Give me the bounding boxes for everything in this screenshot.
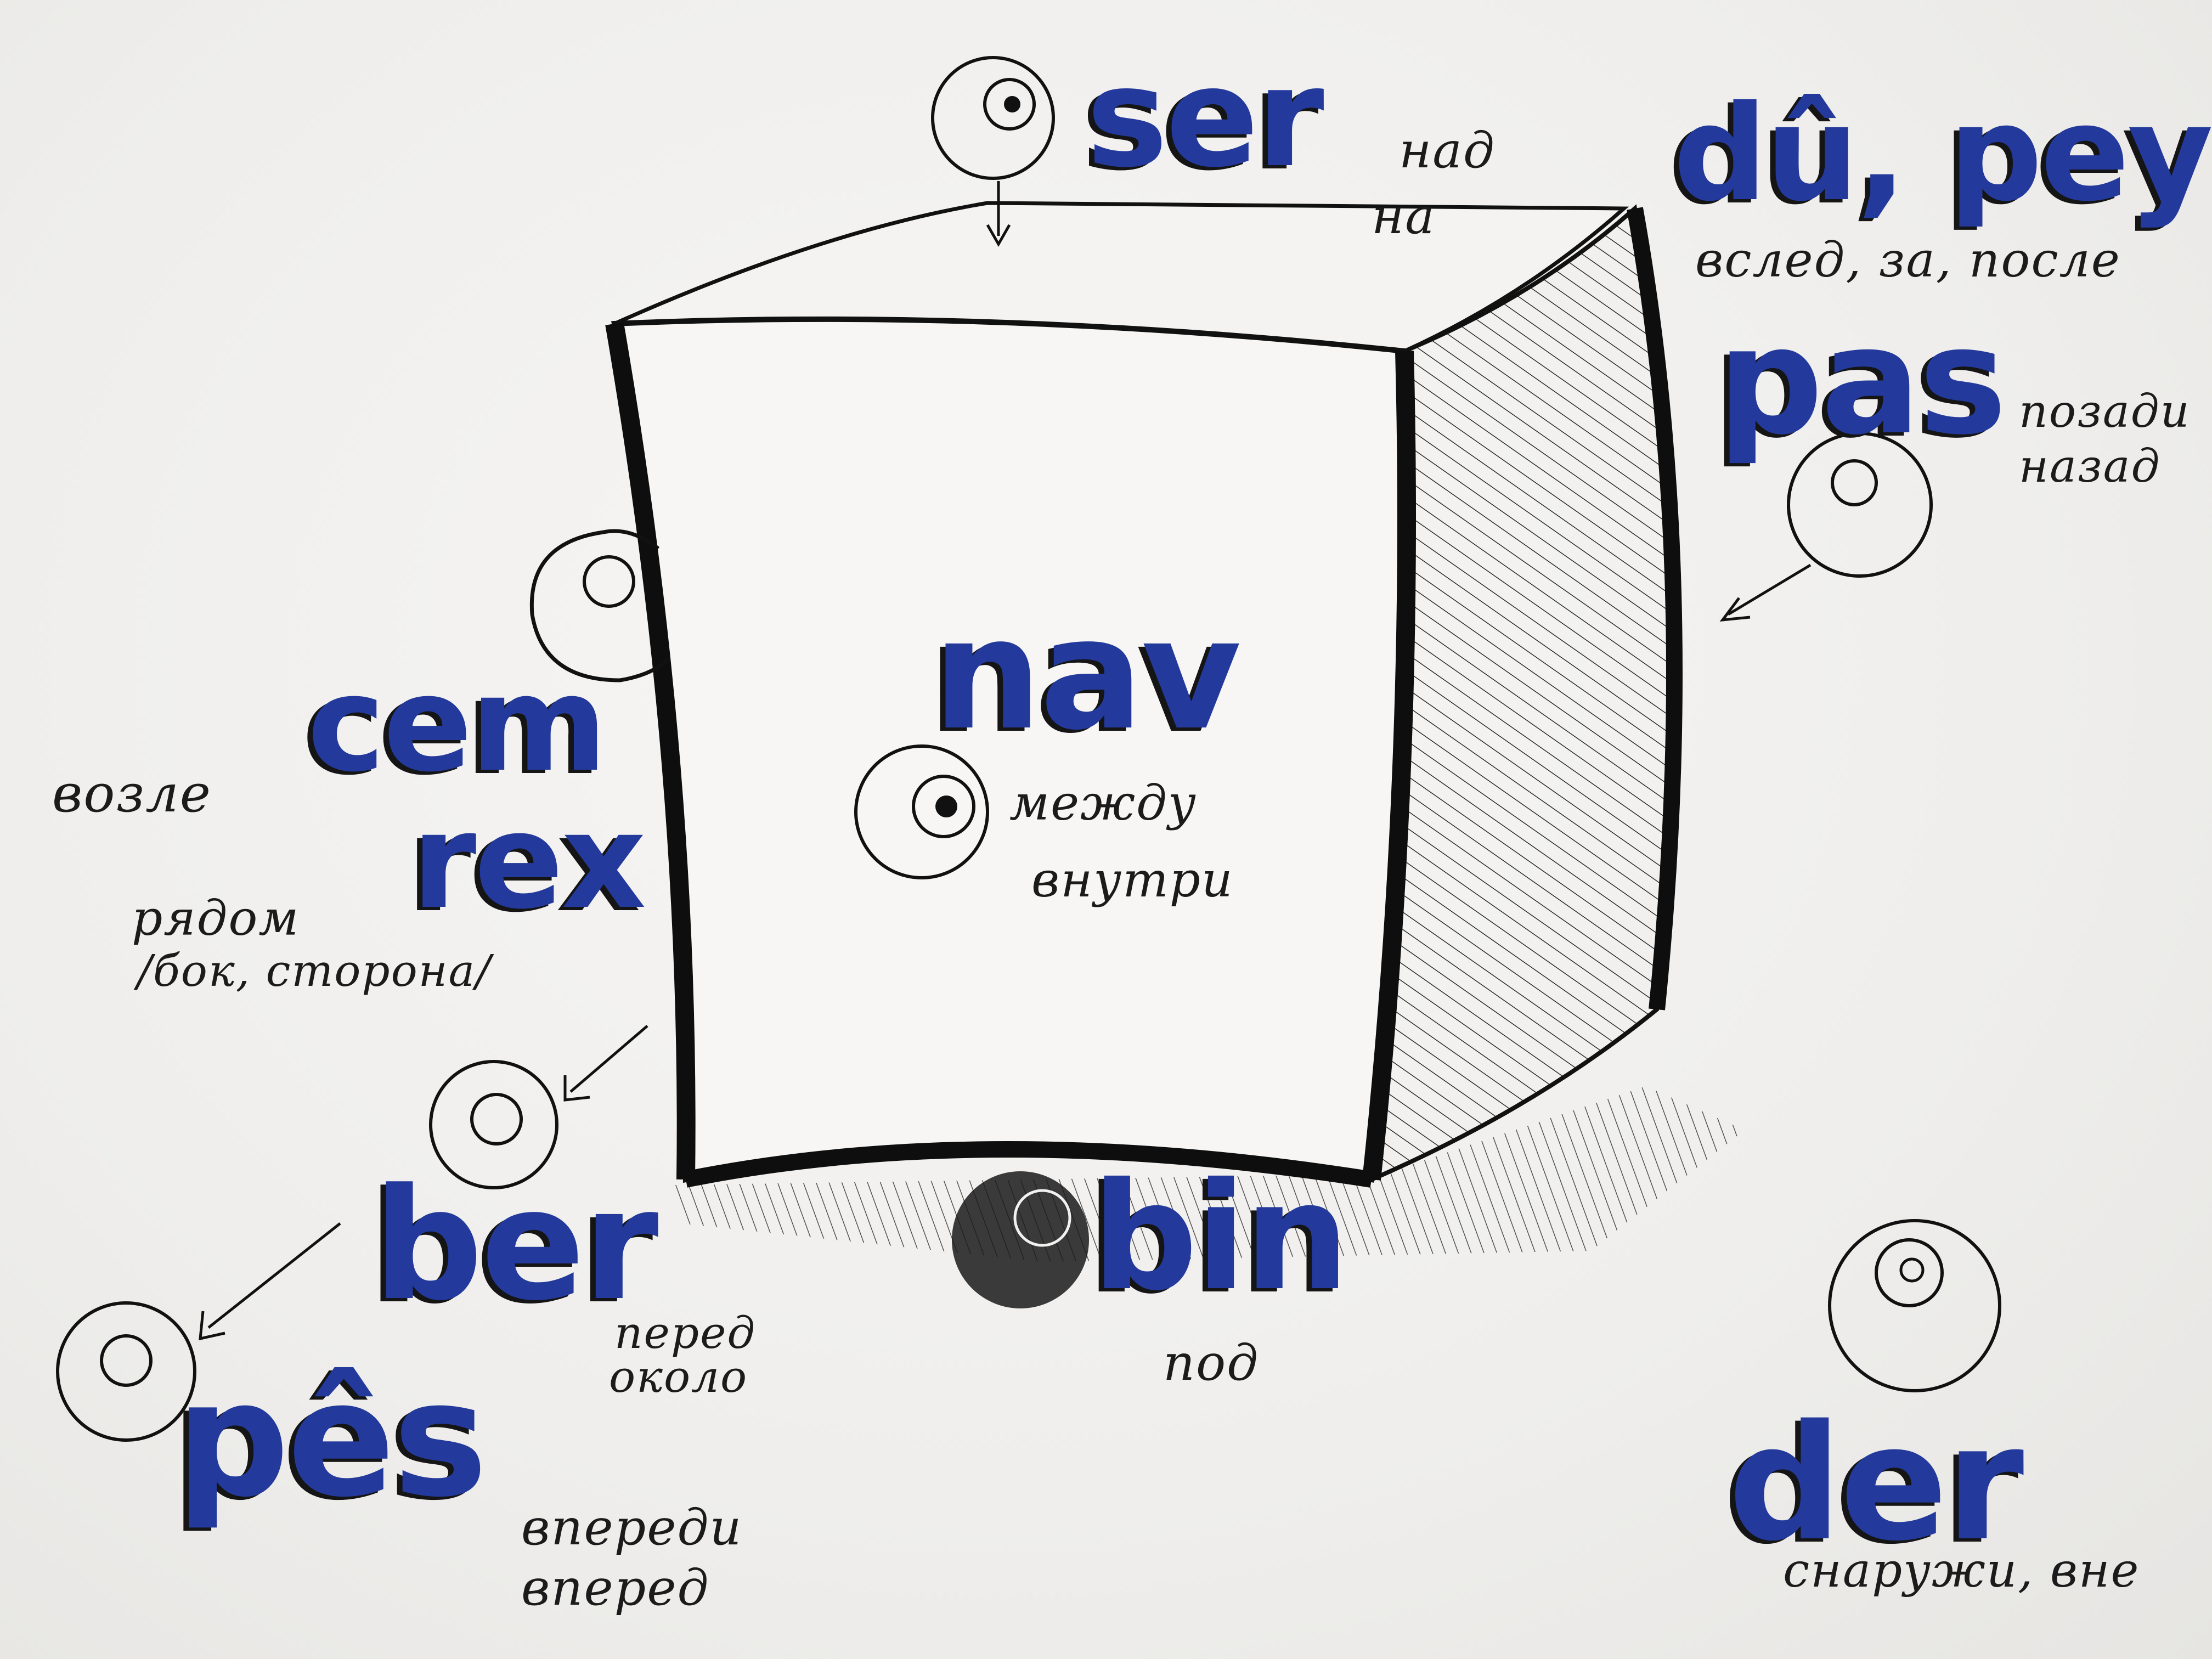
meaning-ser-1: над [1399, 122, 1496, 179]
meaning-pas-2: назад [2019, 441, 2161, 493]
ball-under [952, 1171, 1089, 1308]
meaning-ber-2: около [609, 1351, 748, 1402]
word-pes: pês [176, 1347, 488, 1532]
ball-beside [529, 529, 671, 682]
meaning-nav-1: между [1009, 775, 1197, 831]
cube-floor-shadow [675, 1086, 1745, 1262]
meaning-du-pey: вслед, за, после [1695, 232, 2121, 288]
cube-back-right-edge [1627, 207, 1683, 1011]
meaning-ser-2: на [1372, 188, 1436, 245]
meaning-rex-1: рядом [132, 890, 300, 946]
meaning-pes-2: вперед [521, 1559, 710, 1617]
ball-in-front [56, 1222, 341, 1442]
word-ber: ber [373, 1156, 658, 1335]
meaning-ber-1: перед [614, 1307, 757, 1358]
cube-bottom-edge [684, 1141, 1373, 1188]
ball-above [931, 56, 1055, 247]
word-bin: bin [1092, 1150, 1350, 1323]
ball-outside [1828, 1219, 2001, 1392]
meaning-cem: возле [52, 764, 212, 824]
cube-side-face [1369, 204, 1677, 1183]
word-pas: pas [1717, 295, 2007, 467]
cube-front-right-edge [1362, 351, 1416, 1181]
ball-front-near [429, 1025, 648, 1189]
word-rex: rex [411, 785, 646, 938]
meaning-der: снаружи, вне [1783, 1543, 2140, 1598]
meaning-pes-1: впереди [521, 1499, 743, 1556]
ball-behind [1719, 432, 1933, 622]
word-du-pey: dû, pey [1673, 77, 2212, 230]
meaning-nav-2: внутри [1031, 851, 1234, 908]
meaning-bin: под [1163, 1334, 1260, 1392]
cube-left-edge [605, 322, 696, 1180]
meaning-rex-2: /бок, сторона/ [137, 945, 492, 996]
meaning-pas-1: позади [2019, 386, 2191, 438]
word-der: der [1728, 1391, 2024, 1576]
word-nav: nav [933, 585, 1242, 764]
word-cem: cem [307, 647, 607, 801]
word-ser: ser [1086, 38, 1324, 198]
ball-inside [854, 744, 989, 879]
